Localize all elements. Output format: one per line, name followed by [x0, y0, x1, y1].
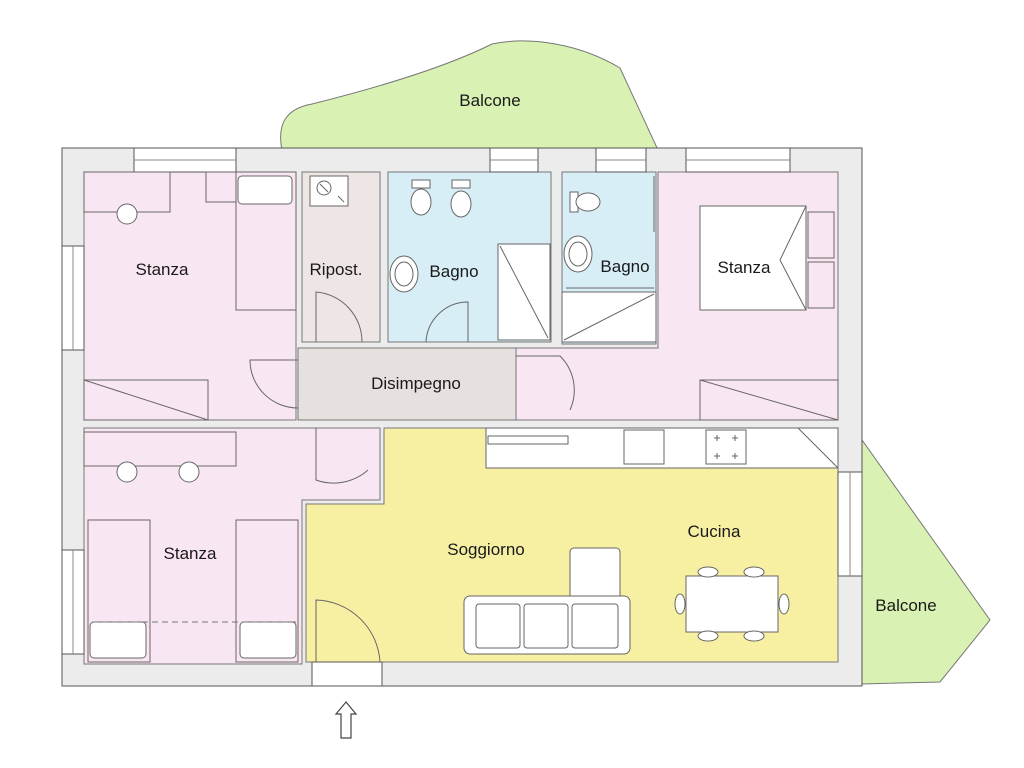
- label-bagno-1: Bagno: [429, 262, 478, 281]
- label-balcone-right: Balcone: [875, 596, 936, 615]
- label-stanza-top-right: Stanza: [718, 258, 771, 277]
- balcony-top-area: [280, 40, 659, 151]
- furniture-stanza-top-left: [83, 171, 297, 421]
- boiler-icon: [309, 175, 349, 207]
- furniture-cucina: [485, 427, 839, 642]
- room-disimpegno-floor: [297, 347, 517, 421]
- fixtures-bagno-1: [389, 179, 551, 341]
- label-disimpegno: Disimpegno: [371, 374, 461, 393]
- label-soggiorno: Soggiorno: [447, 540, 525, 559]
- balcony-right-area: [861, 438, 991, 685]
- doors: [249, 176, 655, 663]
- windows: [61, 147, 863, 687]
- sofa-soggiorno: [463, 547, 631, 655]
- label-stanza-top-left: Stanza: [136, 260, 189, 279]
- label-ripost: Ripost.: [310, 260, 363, 279]
- label-balcone-top: Balcone: [459, 91, 520, 110]
- label-bagno-2: Bagno: [600, 257, 649, 276]
- furniture-stanza-bottom-left: [83, 431, 299, 663]
- furniture-stanza-top-right: [699, 205, 839, 421]
- room-stanza-top-left-floor: [83, 171, 297, 421]
- fixtures-bagno-2: [561, 191, 657, 343]
- room-stanza-bottom-left-floor: [83, 427, 381, 665]
- entrance-arrow-icon: [334, 701, 358, 739]
- label-cucina: Cucina: [688, 522, 741, 541]
- label-stanza-bottom-left: Stanza: [164, 544, 217, 563]
